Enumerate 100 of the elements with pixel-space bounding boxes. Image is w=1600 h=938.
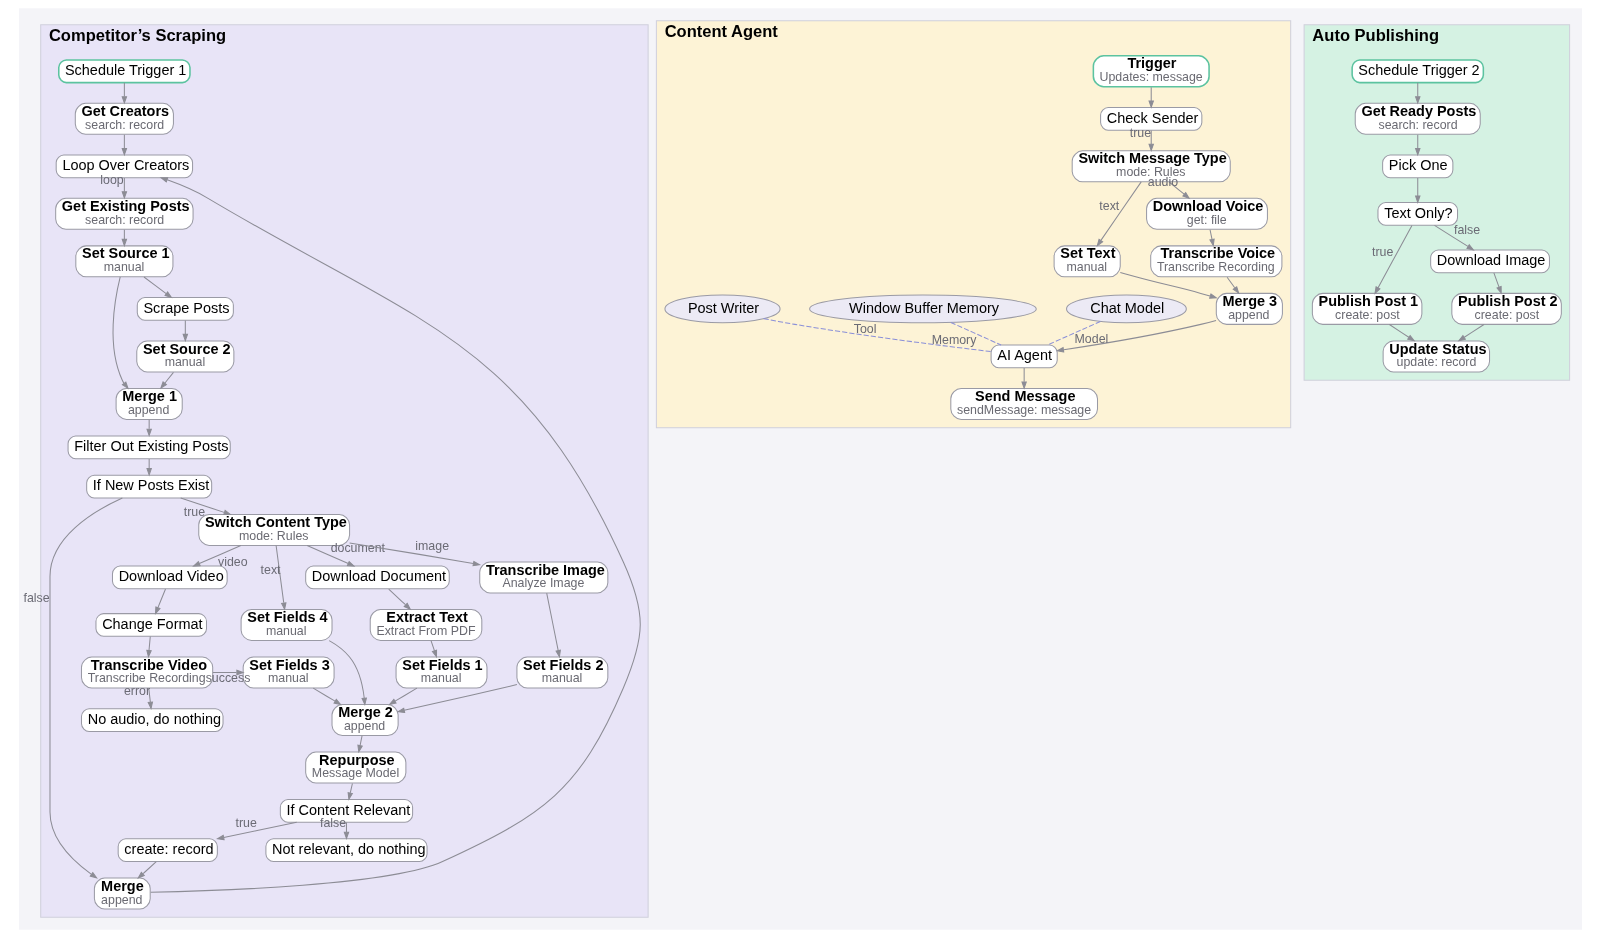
node-box: If New Posts Exist: [85, 474, 212, 499]
arrow: [120, 177, 127, 200]
edge-label: Model: [1074, 332, 1108, 347]
node-box: Send Message sendMessage: message: [949, 387, 1098, 420]
node-box: Transcribe Image Analyze Image: [478, 561, 608, 594]
node-box: Publish Post 1 create: post: [1311, 292, 1422, 325]
edge-label: text: [1098, 199, 1119, 214]
arrow: [159, 371, 174, 390]
edge-label: true: [1371, 244, 1393, 259]
node-ellipse: Post Writer: [663, 294, 781, 324]
arrow: [120, 82, 127, 105]
arrow: [545, 592, 561, 659]
node-box: No audio, do nothing: [80, 708, 224, 732]
arrow: [347, 783, 353, 801]
node-box: Transcribe Voice Transcribe Recording: [1149, 245, 1282, 278]
arrow: [387, 687, 417, 706]
arrow: [1208, 229, 1215, 248]
node-box: Download Video: [111, 565, 228, 590]
edge-label: Memory: [931, 332, 976, 347]
node-box: Merge append: [93, 877, 151, 910]
arrow: [215, 821, 297, 841]
arrow: [145, 419, 152, 438]
node-box: Download Voice get: file: [1145, 197, 1268, 230]
edge-label: Tool: [853, 322, 876, 337]
arrow: [146, 687, 153, 710]
arrow: [1147, 86, 1154, 109]
arrow: [328, 640, 367, 706]
arrow: [387, 588, 411, 611]
arrow: [120, 229, 127, 248]
arrow: [181, 319, 188, 343]
node-box: Extract Text Extract From PDF: [369, 608, 482, 641]
node-box: Set Fields 2 manual: [515, 656, 608, 689]
node-box: Schedule Trigger 1: [57, 59, 191, 84]
arrow: [1055, 319, 1217, 353]
arrow: [306, 544, 355, 567]
arrow: [356, 735, 363, 754]
node-box: create: record: [117, 838, 218, 863]
arrow: [112, 276, 129, 390]
connector: [949, 321, 1002, 346]
node-box: Merge 2 append: [331, 704, 399, 737]
arrow: [211, 669, 245, 676]
arrow: [430, 640, 437, 659]
node-box: AI Agent: [990, 344, 1058, 369]
node-box: Pick One: [1381, 154, 1453, 179]
arrow: [154, 588, 166, 615]
arrow: [343, 822, 349, 840]
arrow: [1147, 129, 1154, 153]
arrow: [149, 177, 641, 893]
arrow: [1020, 367, 1027, 390]
node-box: Set Source 2 manual: [135, 340, 234, 373]
arrow: [1095, 181, 1142, 247]
arrow: [1414, 82, 1421, 105]
node-box: Set Fields 4 manual: [240, 608, 333, 641]
node-box: Not relevant, do nothing: [264, 838, 428, 863]
node-box: Filter Out Existing Posts: [67, 435, 231, 460]
node-box: Get Existing Posts search: record: [54, 197, 194, 230]
node-ellipse: Chat Model: [1065, 294, 1187, 324]
arrow: [1373, 225, 1412, 295]
edge-label: error: [123, 683, 150, 698]
arrow: [1226, 276, 1240, 295]
arrow: [1388, 324, 1415, 342]
node-box: Get Ready Posts search: record: [1354, 102, 1481, 135]
arrow: [275, 545, 287, 611]
arrow: [136, 861, 157, 880]
arrow: [179, 497, 232, 516]
edge-label: success: [205, 671, 250, 686]
arrow: [1414, 177, 1421, 204]
node-box: Download Image: [1429, 249, 1550, 274]
node-box: Merge 3 append: [1215, 292, 1283, 325]
arrow: [120, 134, 127, 157]
arrow: [312, 687, 342, 706]
node-box: Trigger Updates: message: [1092, 55, 1210, 88]
arrow: [348, 542, 481, 567]
node-box: Update Status update: record: [1382, 340, 1490, 373]
node-box: Change Format: [94, 613, 207, 637]
edge-label: text: [260, 563, 281, 578]
node-ellipse: Window Buffer Memory: [808, 294, 1037, 324]
arrow: [1119, 271, 1218, 299]
connector: [1046, 321, 1101, 346]
node-box: Repurpose Message Model: [304, 751, 406, 784]
node-box: Set Text manual: [1053, 245, 1121, 278]
node-box: Download Document: [304, 565, 450, 590]
node-box: Set Fields 1 manual: [395, 656, 487, 689]
arrow: [396, 684, 517, 714]
node-box: Publish Post 2 create: post: [1450, 292, 1562, 325]
connector: [762, 318, 992, 353]
arrow: [48, 497, 123, 879]
arrow: [145, 636, 152, 659]
arrow: [1492, 272, 1502, 295]
arrow: [1433, 224, 1475, 251]
edge-label: image: [414, 539, 449, 554]
edge-label: true: [234, 816, 257, 831]
node-box: Scrape Posts: [136, 297, 234, 321]
arrow: [145, 458, 152, 477]
node-box: Text Only?: [1376, 201, 1458, 226]
node-box: Set Source 1 manual: [74, 245, 173, 278]
node-box: Get Creators search: record: [74, 102, 174, 135]
node-box: Schedule Trigger 2: [1350, 59, 1484, 84]
arrow: [142, 276, 173, 299]
node-box: Merge 1 append: [115, 387, 183, 420]
